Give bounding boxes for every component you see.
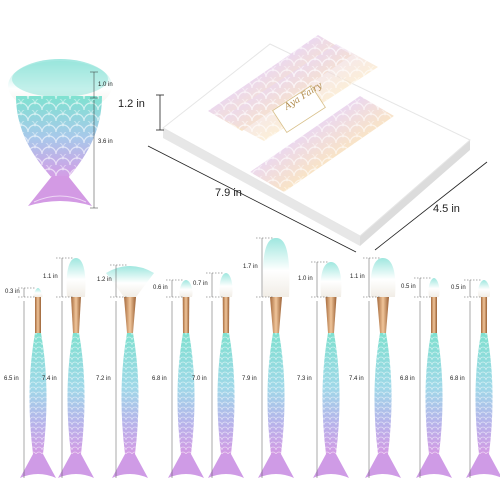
- brush-9: [414, 277, 452, 478]
- fish-brush-head-label: 1.0 in: [98, 82, 113, 88]
- brush-8: [363, 257, 401, 478]
- brush-handle-length-label: 6.8 in: [152, 376, 167, 382]
- brush-bristles: [179, 280, 193, 297]
- brush-bristles: [106, 266, 154, 297]
- brush-ferrule: [71, 297, 81, 333]
- brush-tail: [112, 454, 148, 478]
- brush-head-length-label: 0.7 in: [193, 281, 208, 287]
- brush-head-length-label: 0.5 in: [401, 283, 416, 290]
- brush-ferrule: [431, 297, 437, 333]
- brush-handle-length-label: 6.8 in: [400, 376, 415, 382]
- brush-5: [206, 272, 244, 478]
- brush-ferrule: [270, 297, 282, 333]
- brush-head-length-label: 0.5 in: [451, 284, 466, 291]
- box-width-label: 4.5 in: [433, 203, 460, 215]
- brush-bristles: [33, 288, 43, 298]
- brush-head-length-label: 1.2 in: [97, 277, 112, 283]
- brush-bristles: [320, 262, 342, 297]
- brush-handle-length-label: 7.4 in: [349, 376, 364, 382]
- brush-handle-length-label: 7.2 in: [96, 376, 111, 382]
- brush-10: [464, 279, 500, 478]
- brush-bristles: [262, 238, 290, 297]
- brush-bristles: [370, 258, 396, 297]
- brush-tail: [258, 454, 294, 478]
- fish-brush: [8, 59, 112, 206]
- brush-tail: [416, 454, 452, 478]
- brush-tail: [208, 454, 244, 478]
- box-length-label: 7.9 in: [215, 187, 242, 199]
- brush-tail: [466, 454, 500, 478]
- brush-head-length-label: 0.6 in: [153, 284, 168, 291]
- brush-ferrule: [182, 297, 190, 333]
- brush-ferrule: [377, 297, 389, 333]
- fish-brush-handle-label: 3.6 in: [98, 139, 113, 145]
- brush-4: [166, 279, 204, 478]
- brush-head-length-label: 1.0 in: [298, 275, 313, 282]
- brush-bristles: [66, 258, 86, 297]
- brush-tail: [365, 454, 401, 478]
- brush-bristles: [428, 278, 440, 297]
- brush-handle-length-label: 7.0 in: [192, 376, 207, 382]
- brush-1: [18, 287, 56, 478]
- brush-ferrule: [222, 297, 230, 333]
- brush-7: [311, 261, 349, 478]
- brush-handle-length-label: 6.8 in: [450, 376, 465, 382]
- brush-handle-length-label: 7.9 in: [242, 376, 257, 382]
- brush-ferrule: [325, 297, 337, 333]
- brush-tail: [58, 454, 94, 478]
- brush-handle-length-label: 7.4 in: [42, 376, 57, 382]
- brush-tail: [168, 454, 204, 478]
- brush-handle-length-label: 7.3 in: [297, 376, 312, 382]
- fish-brush-dimension-lines: [90, 71, 98, 209]
- brush-ferrule: [480, 297, 488, 333]
- brush-6: [256, 237, 294, 478]
- brush-2: [56, 257, 94, 478]
- brush-tail: [313, 454, 349, 478]
- brush-handle-length-label: 6.5 in: [4, 376, 19, 382]
- brush-3: [106, 264, 154, 478]
- box-height-label: 1.2 in: [118, 98, 145, 110]
- brush-set: [18, 237, 500, 478]
- brush-head-length-label: 1.1 in: [350, 273, 365, 280]
- brush-head-length-label: 1.7 in: [243, 263, 258, 270]
- brush-bristles: [219, 273, 233, 297]
- gift-box: [162, 35, 471, 246]
- brush-tail: [20, 454, 56, 478]
- brush-bristles: [477, 280, 491, 297]
- brush-ferrule: [35, 297, 41, 333]
- brush-ferrule: [124, 297, 136, 333]
- brush-head-length-label: 1.1 in: [43, 273, 58, 280]
- brush-head-length-label: 0.3 in: [5, 288, 20, 295]
- box-dimension-lines: [147, 94, 488, 253]
